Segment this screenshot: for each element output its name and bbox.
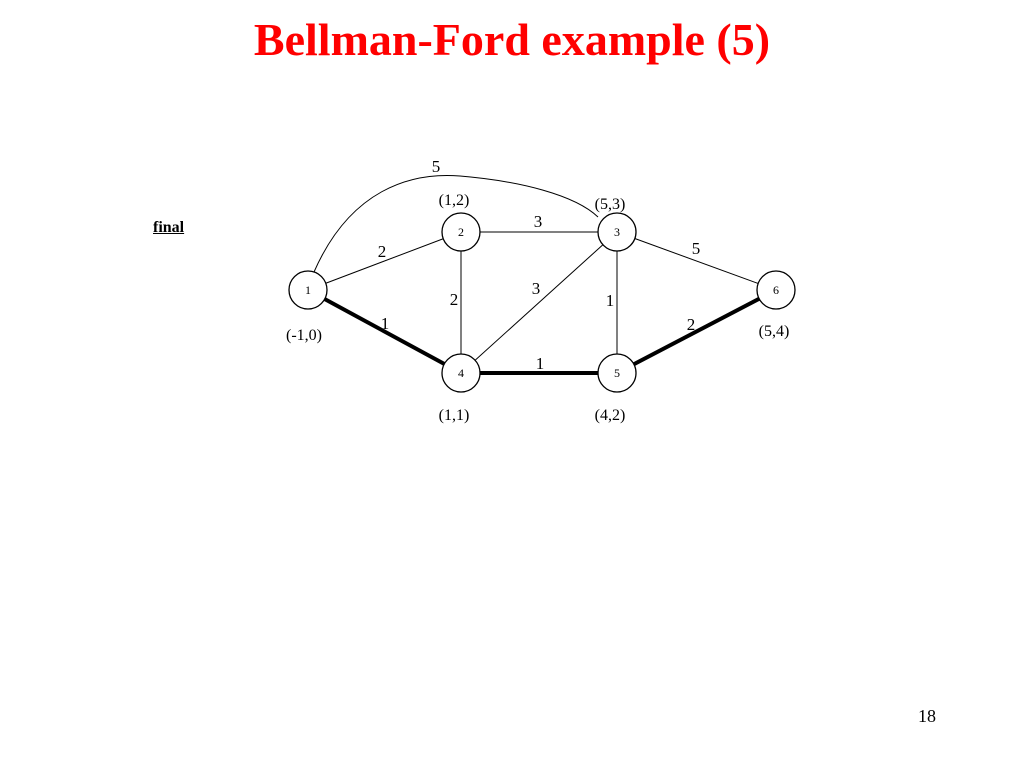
page-number: 18 [918, 706, 936, 726]
node-label-2: 2 [458, 225, 464, 239]
edge-weight-5-6: 2 [687, 315, 696, 334]
node-circle-1 [288, 270, 328, 310]
edge-weight-3-5: 1 [606, 291, 615, 310]
edge-weight-2-3: 3 [534, 212, 543, 231]
edge-weight-1-3: 5 [432, 157, 441, 176]
node-circle-2 [441, 212, 481, 252]
node-label-6: 6 [773, 283, 779, 297]
node-6: 6 [756, 270, 796, 310]
node-label-1: 1 [305, 283, 311, 297]
node-circle-3 [597, 212, 637, 252]
node-4: 4 [441, 353, 481, 393]
edge-3-6 [616, 231, 777, 291]
edge-1-3 [313, 175, 599, 273]
node-2: 2 [441, 212, 481, 252]
edge-1-4 [307, 288, 462, 375]
node-annotation-2: (1,2) [439, 192, 470, 209]
final-label: final [153, 219, 185, 236]
nodes-layer: 1 2 3 4 5 6 [288, 212, 796, 393]
node-annotation-1: (-1,0) [286, 327, 322, 344]
node-circle-4 [441, 353, 481, 393]
node-annotation-5: (4,2) [595, 407, 626, 424]
node-annotation-6: (5,4) [759, 323, 790, 340]
edges-layer [307, 175, 777, 375]
node-annotation-3: (5,3) [595, 196, 626, 213]
slide-title: Bellman-Ford example (5) [253, 14, 771, 65]
edge-5-6 [616, 288, 777, 375]
node-1: 1 [288, 270, 328, 310]
edge-weight-2-4: 2 [450, 290, 459, 309]
node-label-5: 5 [614, 366, 620, 380]
node-label-4: 4 [458, 366, 464, 380]
node-circle-6 [756, 270, 796, 310]
edge-weight-1-2: 2 [378, 242, 387, 261]
edge-weight-3-4: 3 [532, 279, 541, 298]
labels-layer: 2 5 1 3 2 3 1 5 1 2 (-1,0) (1,2) (5,3) (1,1) (4,2) (5,4… [286, 157, 789, 424]
edge-1-2 [307, 231, 462, 291]
node-circle-5 [597, 353, 637, 393]
node-annotation-4: (1,1) [439, 407, 470, 424]
edge-weight-1-4: 1 [381, 314, 390, 333]
node-label-3: 3 [614, 225, 620, 239]
edge-weight-4-5: 1 [536, 354, 545, 373]
edge-3-4 [460, 231, 618, 374]
node-5: 5 [597, 353, 637, 393]
edge-weight-3-6: 5 [692, 239, 701, 258]
node-3: 3 [597, 212, 637, 252]
